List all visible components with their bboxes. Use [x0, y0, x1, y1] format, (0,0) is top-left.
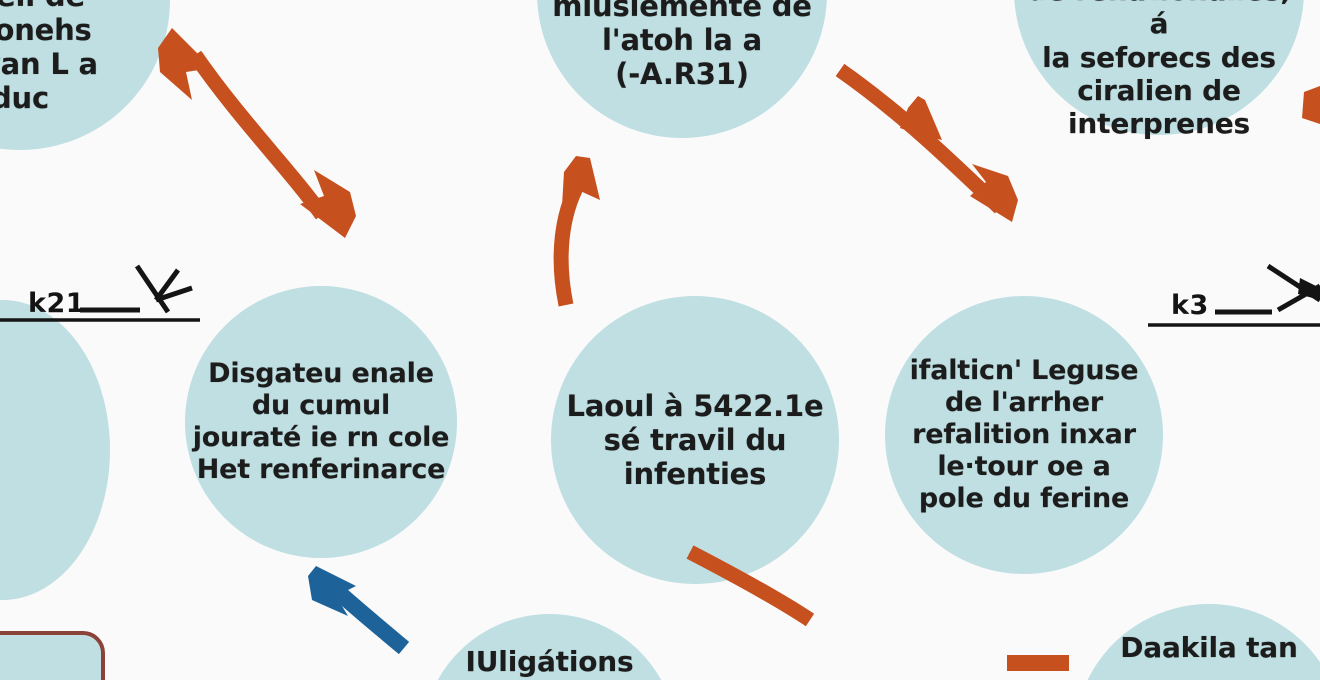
arrow-topleft-double [158, 28, 356, 238]
node-center-label: Laoul à 5422.1e sé travil du infenties [566, 388, 824, 492]
arrow-blue-upleft [308, 566, 410, 655]
arrow-bottom-right-stub [1007, 655, 1069, 671]
arrow-center-to-topcenter [553, 156, 600, 307]
node-middle-left[interactable]: Disgateu enale du cumul jouraté ie rn co… [185, 286, 457, 558]
node-top-right[interactable]: Raiquai peündapratent de renátionalles, … [1014, 0, 1304, 140]
node-top-left[interactable]: du·Birings pneli de acionehs auvan L a d… [0, 0, 170, 150]
node-bottom-center-label: IUligátions [465, 644, 634, 678]
rounded-rectangle-callout[interactable] [0, 631, 105, 680]
node-bottom-center[interactable]: IUligátions [422, 614, 677, 680]
annotation-k3: k3 [1171, 290, 1209, 321]
node-middle-left-label: Disgateu enale du cumul jouraté ie rn co… [192, 358, 450, 485]
node-bottom-right[interactable]: Daakila tan [1074, 604, 1320, 680]
node-top-right-label: Raiquai peündapratent de renátionalles, … [1027, 0, 1291, 140]
arrow-right-edge-stub [1302, 86, 1320, 124]
node-top-center[interactable]: Critiré de miuslemente de l'atoh la a (-… [537, 0, 827, 138]
node-top-center-label: Critiré de miuslemente de l'atoh la a (-… [552, 0, 812, 92]
node-middle-right[interactable]: ifalticn' Leguse de l'arrher refalition … [885, 296, 1163, 574]
node-center[interactable]: Laoul à 5422.1e sé travil du infenties [551, 296, 839, 584]
node-top-left-label: du·Birings pneli de acionehs auvan L a d… [0, 0, 98, 116]
annotation-k21: k21 [28, 288, 86, 319]
node-bottom-right-label: Daakila tan [1120, 631, 1298, 665]
arrow-topcenter-to-topright [835, 63, 1018, 222]
node-middle-right-label: ifalticn' Leguse de l'arrher refalition … [909, 355, 1139, 514]
node-left-edge-partial[interactable] [0, 300, 110, 600]
